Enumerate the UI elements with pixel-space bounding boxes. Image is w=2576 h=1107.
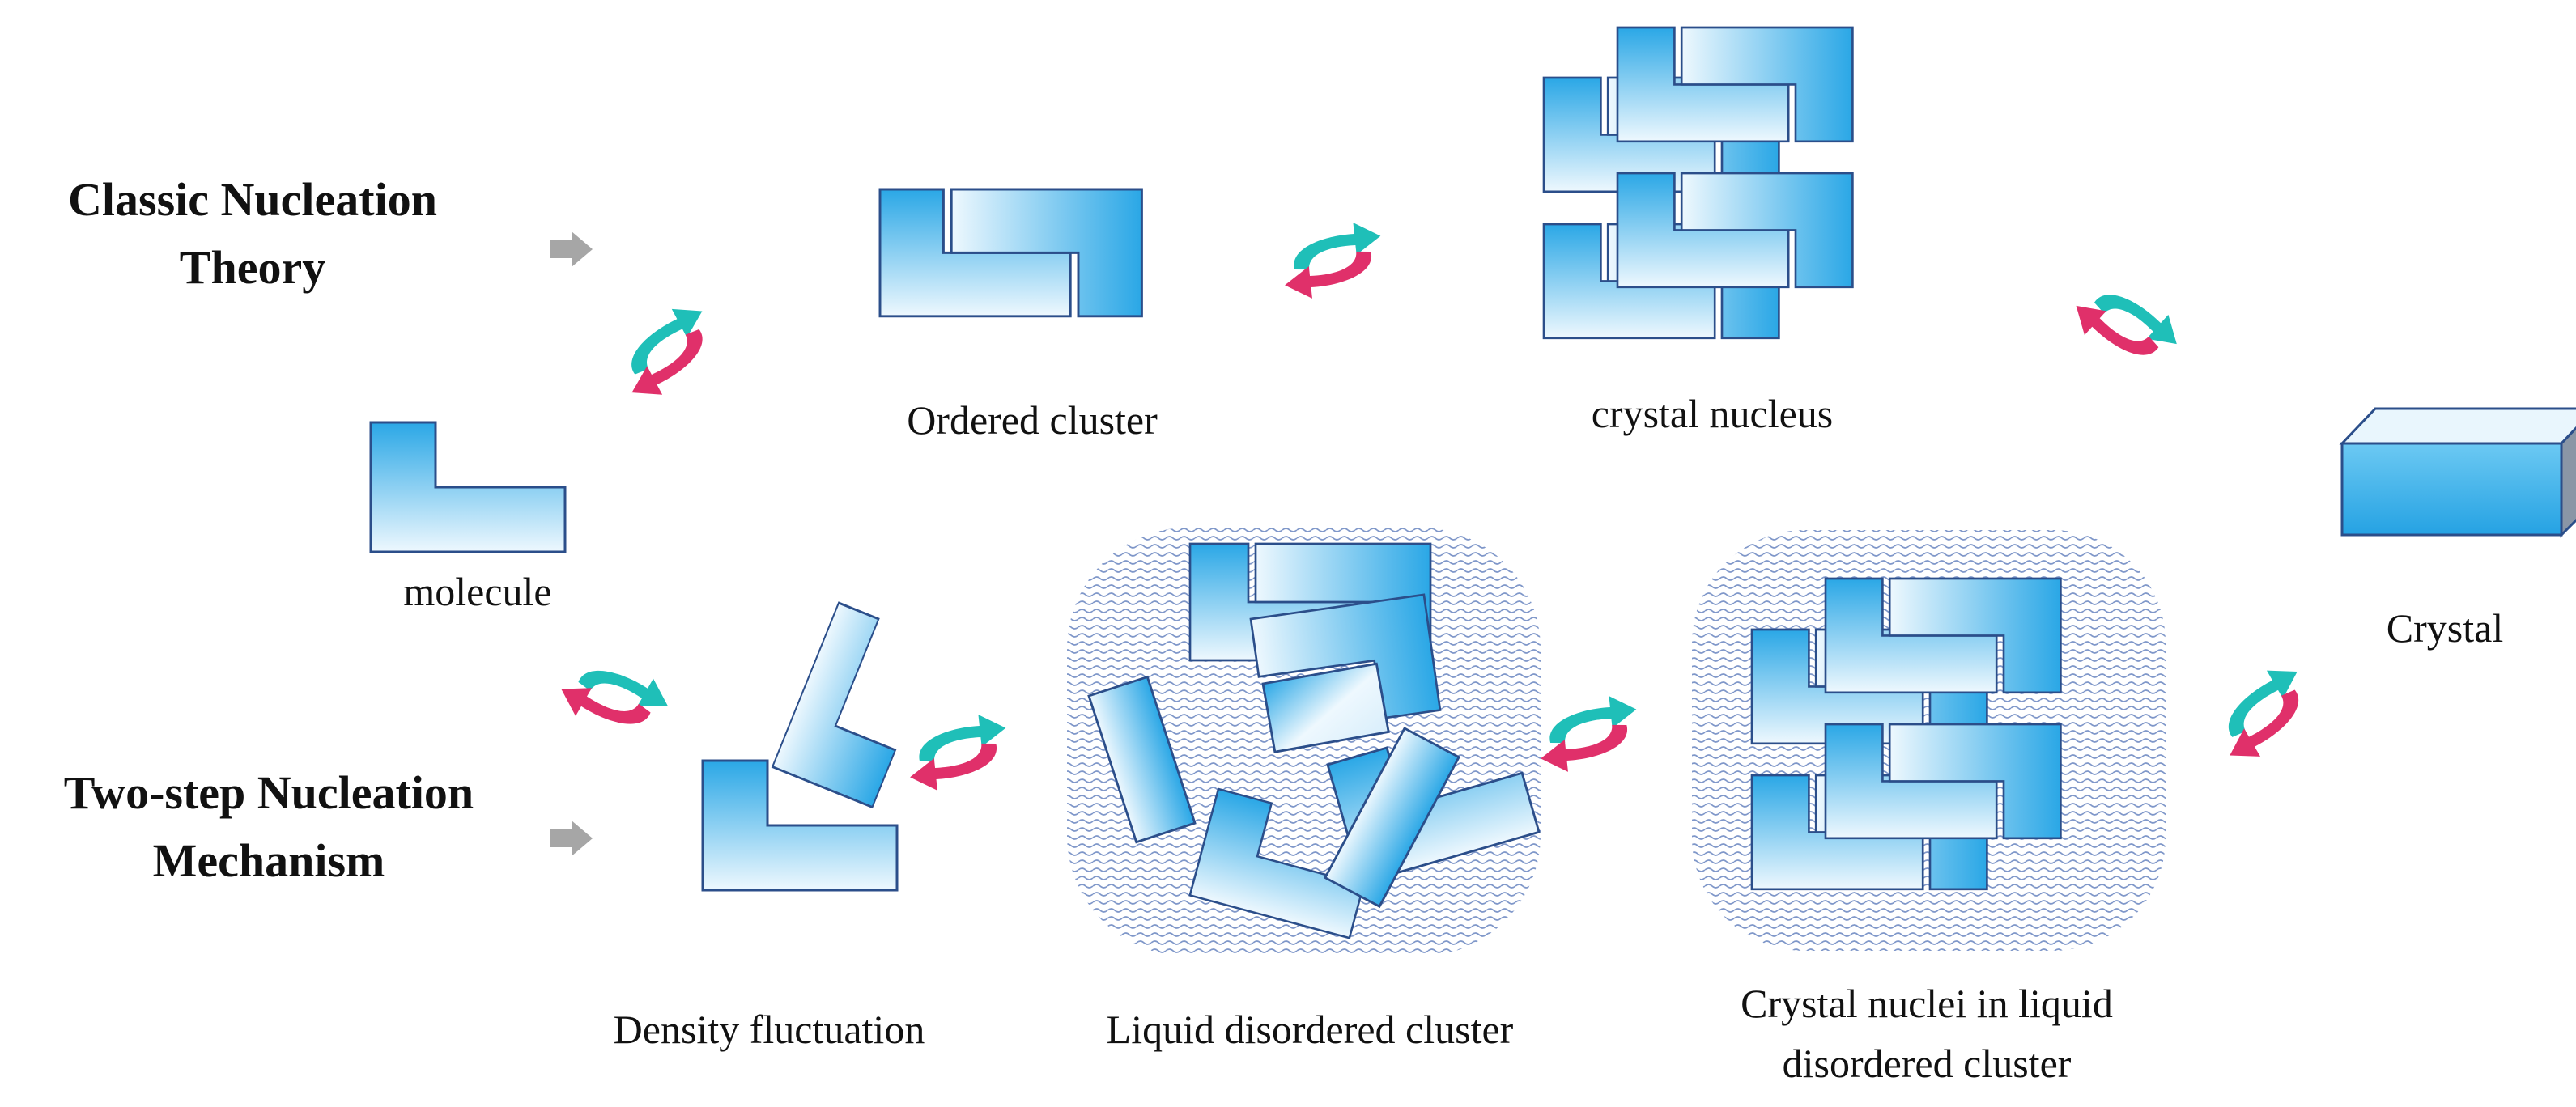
eq-arrow-molecule-ordered: [606, 296, 729, 407]
crystal-nuclei-label-line2: disordered cluster: [1782, 1041, 2072, 1086]
liquid-disordered-cluster-label: Liquid disordered cluster: [1106, 1007, 1514, 1052]
density-fluctuation-label: Density fluctuation: [613, 1007, 925, 1052]
classic-entry-arrow: [550, 231, 593, 267]
crystal-nuclei-in-liquid-shape: [1692, 530, 2166, 951]
crystal-nuclei-label: Crystal nuclei in liquid disordered clus…: [1660, 973, 2194, 1093]
eq-arrow-liquid-nuclei: [1534, 693, 1643, 775]
eq-arrow-density-liquid: [903, 711, 1012, 794]
crystal-shape: [2339, 407, 2576, 538]
molecule-label: molecule: [403, 569, 552, 614]
crystal-label: Crystal: [2386, 605, 2504, 651]
crystal-nuclei-label-line1: Crystal nuclei in liquid: [1741, 981, 2113, 1026]
two-step-title-line2: Mechanism: [152, 834, 385, 887]
ordered-cluster-label: Ordered cluster: [907, 397, 1158, 443]
classic-title-line1: Classic Nucleation: [68, 173, 437, 226]
classic-theory-title: Classic Nucleation Theory: [18, 166, 487, 302]
liquid-disordered-cluster-shape: [1067, 528, 1541, 956]
molecule-shape: [369, 421, 567, 554]
ordered-cluster-shape: [880, 189, 1141, 316]
crystal-nucleus-shape: [1544, 28, 1852, 338]
two-step-title-line1: Two-step Nucleation: [63, 766, 474, 819]
classic-title-line2: Theory: [179, 241, 326, 294]
eq-arrow-nuclei-crystal: [2202, 657, 2325, 770]
eq-arrow-molecule-density: [553, 641, 676, 753]
eq-arrow-ordered-nucleus: [1278, 219, 1387, 302]
two-step-title: Two-step Nucleation Mechanism: [10, 759, 528, 895]
eq-arrow-nucleus-crystal: [2065, 265, 2188, 385]
density-fluctuation-shape: [701, 601, 899, 892]
crystal-nucleus-label: crystal nucleus: [1591, 391, 1834, 436]
two-step-entry-arrow: [550, 821, 593, 856]
